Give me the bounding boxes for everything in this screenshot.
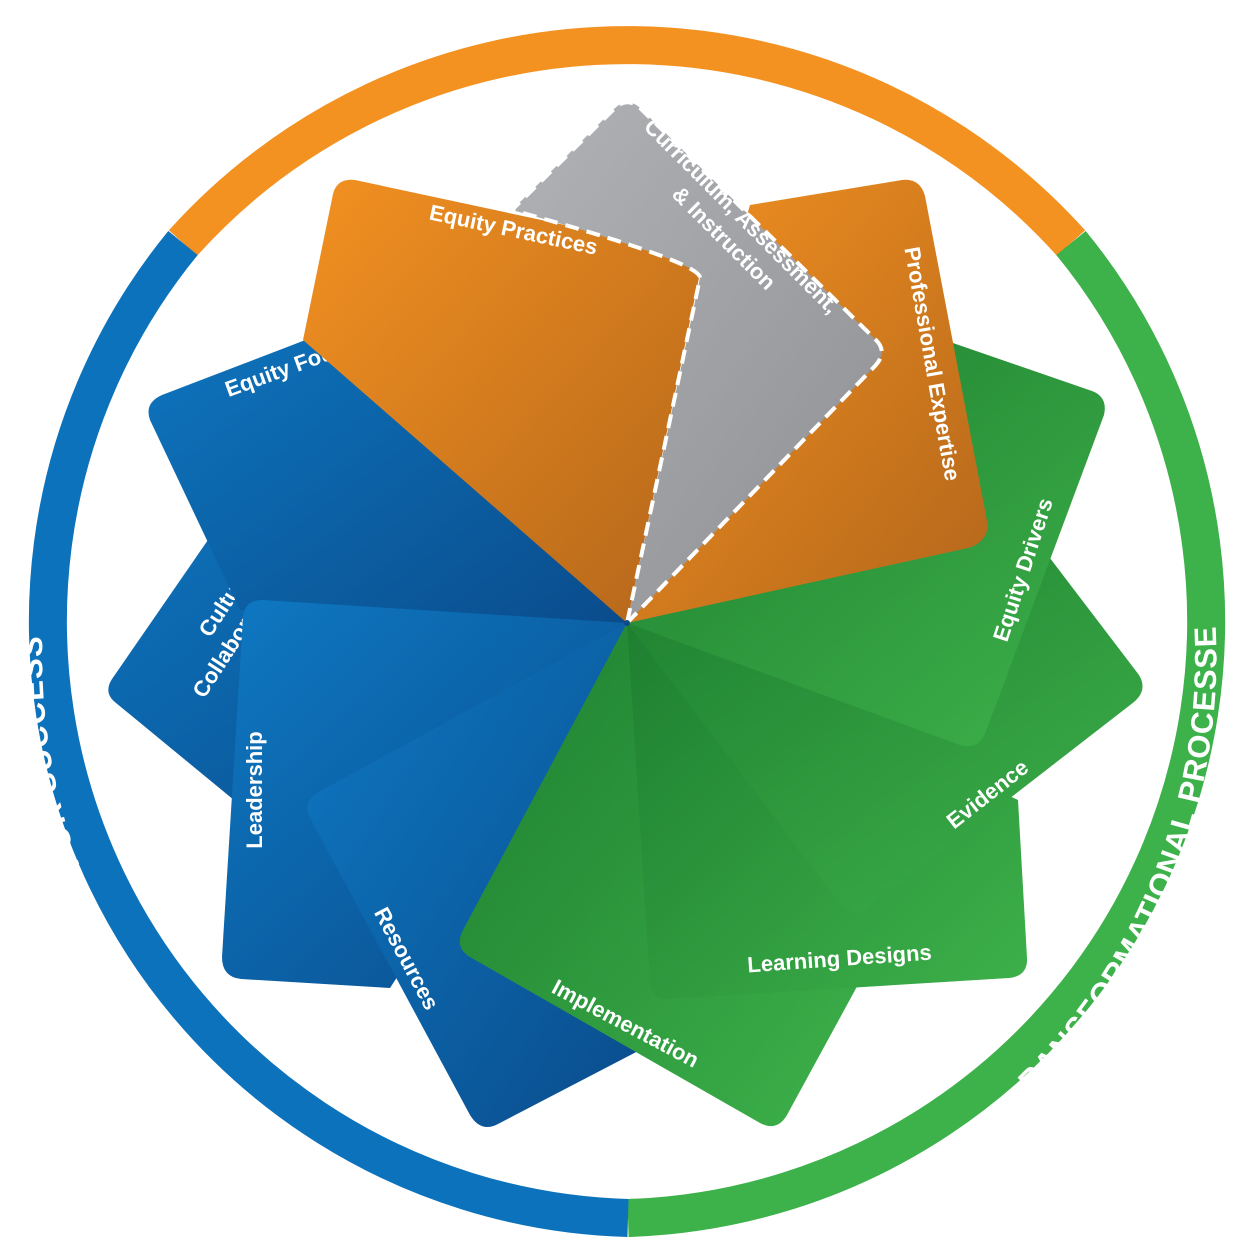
ring-segment-green [627,230,1226,1237]
center-hub [624,620,630,626]
cards: Culture of Collaborative Inquiry Equity … [108,100,1143,1127]
ring-segment-blue [28,230,629,1237]
ring-segment-orange [168,26,1086,256]
card-label-leadership: Leadership [242,731,267,848]
